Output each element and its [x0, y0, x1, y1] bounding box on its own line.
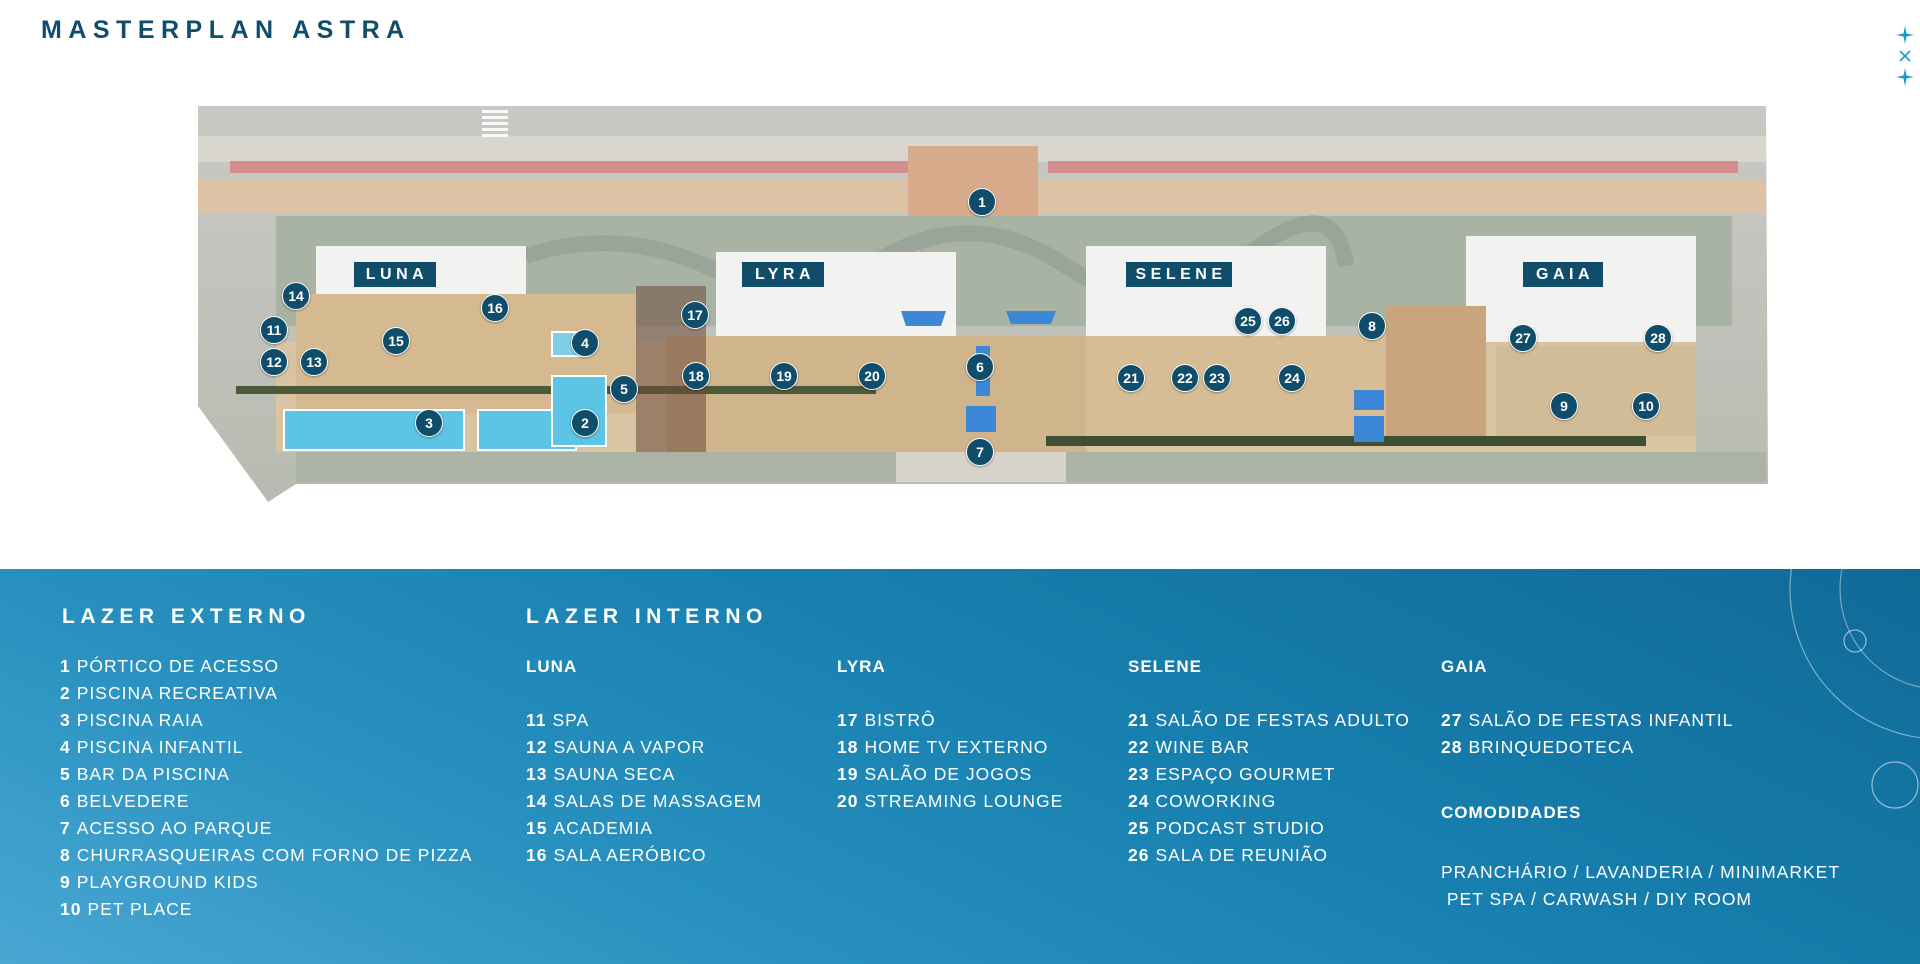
map-marker[interactable]: 4 [571, 329, 599, 357]
map-marker[interactable]: 20 [858, 362, 886, 390]
orbit-decoration [1789, 569, 1920, 809]
map-marker[interactable]: 21 [1117, 364, 1145, 392]
masterplan-map: LUNA LYRA SELENE GAIA 1 2 3 4 5 6 7 8 9 … [196, 106, 1768, 510]
map-marker[interactable]: 13 [300, 348, 328, 376]
map-marker[interactable]: 6 [966, 353, 994, 381]
building-label-lyra: LYRA [742, 262, 824, 287]
map-marker[interactable]: 24 [1278, 364, 1306, 392]
map-marker[interactable]: 11 [260, 316, 288, 344]
map-marker[interactable]: 2 [571, 409, 599, 437]
comodidades-line: PRANCHÁRIO / LAVANDERIA / MINIMARKET [1441, 862, 1841, 882]
building-label-gaia: GAIA [1523, 262, 1603, 287]
map-marker[interactable]: 3 [415, 409, 443, 437]
comodidades-line: PET SPA / CARWASH / DIY ROOM [1441, 889, 1753, 909]
section-title-lazer-interno: LAZER INTERNO [526, 605, 768, 628]
map-marker[interactable]: 19 [770, 362, 798, 390]
map-marker[interactable]: 1 [968, 188, 996, 216]
map-marker[interactable]: 15 [382, 327, 410, 355]
map-marker[interactable]: 27 [1509, 324, 1537, 352]
column-heading-selene: SELENE [1128, 657, 1203, 676]
map-marker[interactable]: 18 [682, 362, 710, 390]
map-marker[interactable]: 23 [1203, 364, 1231, 392]
map-marker[interactable]: 26 [1268, 307, 1296, 335]
building-label-selene: SELENE [1126, 262, 1232, 287]
column-heading-luna: LUNA [526, 657, 578, 676]
map-marker[interactable]: 25 [1234, 307, 1262, 335]
sparkle-icon [1896, 26, 1914, 86]
map-marker[interactable]: 16 [481, 294, 509, 322]
building-label-luna: LUNA [354, 262, 436, 287]
map-marker[interactable]: 12 [260, 348, 288, 376]
map-marker[interactable]: 8 [1358, 312, 1386, 340]
map-marker[interactable]: 17 [681, 301, 709, 329]
comodidades-list: PRANCHÁRIO / LAVANDERIA / MINIMARKET PET… [1441, 859, 1840, 913]
column-heading-lyra: LYRA [837, 657, 886, 676]
map-marker[interactable]: 28 [1644, 324, 1672, 352]
column-heading-gaia: GAIA [1441, 657, 1488, 676]
section-title-lazer-externo: LAZER EXTERNO [62, 605, 311, 628]
map-marker[interactable]: 7 [966, 438, 994, 466]
map-marker[interactable]: 10 [1632, 392, 1660, 420]
map-marker[interactable]: 9 [1550, 392, 1578, 420]
comodidades-heading: COMODIDADES [1441, 803, 1582, 822]
map-marker[interactable]: 22 [1171, 364, 1199, 392]
map-marker[interactable]: 14 [282, 282, 310, 310]
page-title: MASTERPLAN ASTRA [41, 16, 411, 44]
map-marker[interactable]: 5 [610, 375, 638, 403]
site-plan-illustration [198, 106, 1768, 502]
